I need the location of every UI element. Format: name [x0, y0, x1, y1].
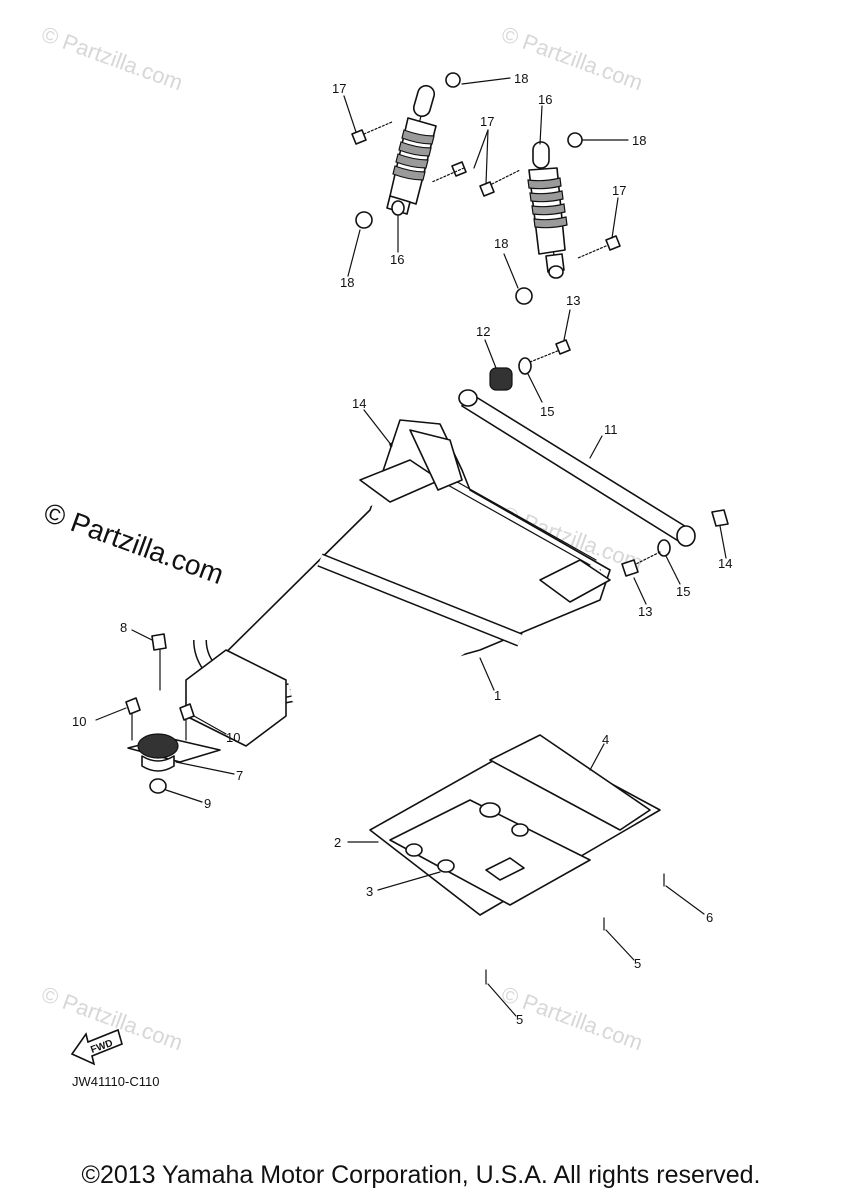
callout-17: 17	[612, 183, 626, 198]
watermark: © Partzilla.com	[38, 21, 186, 95]
fwd-arrow-icon: FWD	[70, 1028, 123, 1066]
callout-14: 14	[352, 396, 366, 411]
callout-9: 9	[204, 796, 211, 811]
callout-18: 18	[494, 236, 508, 251]
callout-13: 13	[566, 293, 580, 308]
callout-15: 15	[540, 404, 554, 419]
callout-11: 11	[604, 422, 618, 437]
shock-absorber-left	[386, 84, 437, 216]
callout-2: 2	[334, 835, 341, 850]
watermark-main: © Partzilla.com	[40, 497, 228, 591]
sub-frame	[185, 419, 611, 747]
callout-6: 6	[706, 910, 713, 925]
callout-5: 5	[634, 956, 641, 971]
callout-16: 16	[390, 252, 404, 267]
callout-5: 5	[516, 1012, 523, 1027]
callout-8: 8	[120, 620, 127, 635]
shock-bolts-nuts	[351, 72, 621, 305]
callout-17: 17	[332, 81, 346, 96]
lateral-rod	[389, 339, 729, 577]
callout-18: 18	[514, 71, 528, 86]
drawing-code: JW41110-C110	[72, 1074, 159, 1089]
engine-mount	[125, 633, 221, 794]
callout-10: 10	[226, 730, 240, 745]
callout-3: 3	[366, 884, 373, 899]
callout-13: 13	[638, 604, 652, 619]
callout-labels: 17 18 17 16 18 18 16 18 17 13 12 15 14 1…	[72, 71, 732, 1027]
callout-12: 12	[476, 324, 490, 339]
callout-4: 4	[602, 732, 609, 747]
leader-lines	[95, 77, 727, 1017]
callout-17: 17	[480, 114, 494, 129]
shock-absorber-right	[527, 141, 568, 279]
clips	[485, 873, 665, 985]
callout-7: 7	[236, 768, 243, 783]
copyright-notice: ©2013 Yamaha Motor Corporation, U.S.A. A…	[82, 1161, 761, 1189]
callout-14: 14	[718, 556, 732, 571]
callout-10: 10	[72, 714, 86, 729]
callout-1: 1	[494, 688, 501, 703]
callout-18: 18	[632, 133, 646, 148]
callout-15: 15	[676, 584, 690, 599]
callout-18: 18	[340, 275, 354, 290]
callout-16: 16	[538, 92, 552, 107]
floor-panels	[369, 734, 661, 916]
